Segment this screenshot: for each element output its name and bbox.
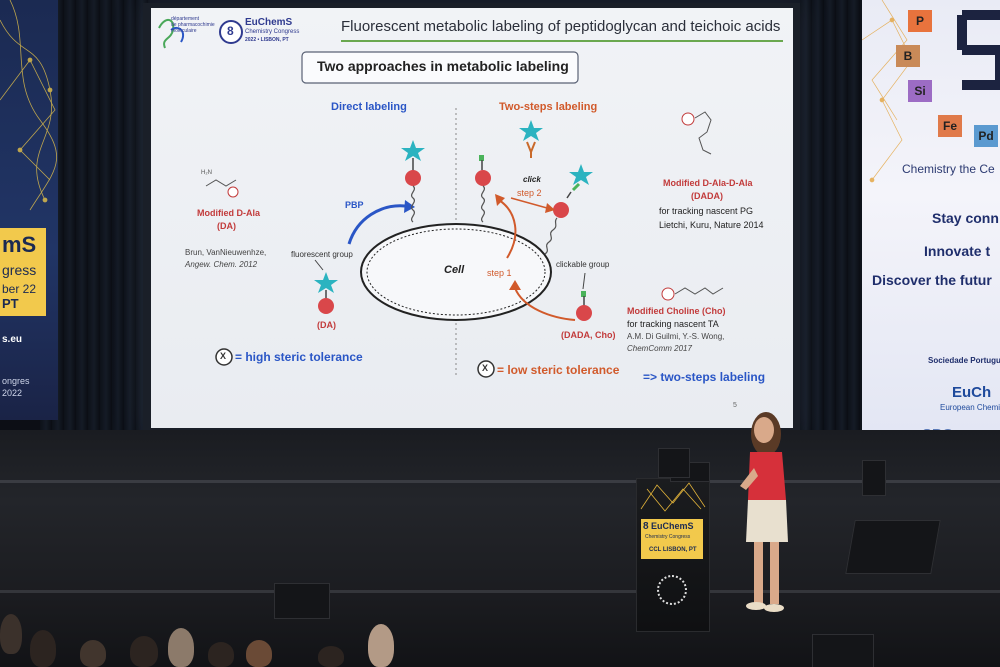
left-banner-eu-text: s.eu <box>2 334 23 345</box>
direct-labeling-label: Direct labeling <box>331 101 407 113</box>
stage-floor <box>0 430 1000 667</box>
right-banner-tagline: Chemistry the Ce <box>902 162 995 176</box>
audience-member <box>208 642 234 667</box>
dada-cho-label: (DADA, Cho) <box>561 330 616 340</box>
header-event-place: 2022 • LISBON, PT <box>245 37 289 43</box>
element-tile-fe: Fe <box>938 115 962 137</box>
dada-reference: Lietchi, Kuru, Nature 2014 <box>659 220 764 230</box>
podium-network-graphic <box>640 482 706 512</box>
step1-label: step 1 <box>487 268 512 278</box>
cell-label: Cell <box>444 264 465 276</box>
cho-track: for tracking nascent TA <box>627 319 719 329</box>
audience-member <box>0 614 22 654</box>
podium-screen <box>658 448 690 478</box>
audience-member <box>80 640 106 667</box>
slide-heading-box: Two approaches in metabolic labeling <box>317 58 569 74</box>
low-steric-tolerance: = low steric tolerance <box>497 363 620 377</box>
floor-monitor <box>812 634 874 667</box>
left-banner-pt-text: PT <box>2 296 19 311</box>
left-banner-main-text: mS <box>2 232 37 257</box>
two-step-probe-b <box>544 164 593 255</box>
stage-monitor-right <box>845 520 941 574</box>
podium: 8 EuChemS Chemistry Congress CCL LISBON,… <box>636 478 710 632</box>
podium-event-title: EuChemS <box>651 521 694 531</box>
audience-member <box>30 630 56 667</box>
left-top-probe <box>401 140 425 223</box>
left-event-banner: mS gress ber 22 PT s.eu ongres 2022 <box>0 0 58 420</box>
right-curtain <box>800 0 865 450</box>
podium-sign: 8 EuChemS Chemistry Congress CCL LISBON,… <box>641 519 703 559</box>
presenter-person <box>740 412 788 612</box>
audience-member <box>246 640 272 667</box>
lab-logo-line2: de pharmacochimie <box>171 22 215 28</box>
right-event-banner: P B Si Fe Pd Chemistry the Ce Stay conn … <box>862 0 1000 485</box>
da-bottom-label: (DA) <box>317 320 336 330</box>
header-event-sub: Chemistry Congress <box>245 29 300 35</box>
slide-page-number: 5 <box>733 402 737 409</box>
audience-member <box>318 646 344 667</box>
left-curtain <box>40 0 150 450</box>
header-event-number: 8 <box>227 24 234 38</box>
right-banner-line2: Innovate t <box>924 243 991 259</box>
stage-light <box>862 460 886 496</box>
left-reference-line1: Brun, VanNieuwenhze, <box>185 248 267 257</box>
lab-logo-line1: département <box>171 16 200 22</box>
podium-event-place: CCL LISBON, PT <box>649 547 697 553</box>
two-step-probe-a <box>475 155 491 223</box>
left-banner-sub-text: gress <box>2 262 37 278</box>
left-banner-network-graphic <box>0 0 57 316</box>
left-banner-congress-text: ongres <box>2 376 30 386</box>
pbp-label: PBP <box>345 200 364 210</box>
podium-event-number: 8 <box>643 521 649 532</box>
right-banner-sponsor1: Sociedade Portugues <box>928 356 1000 365</box>
audience-member <box>168 628 194 667</box>
cho-reference-line1: A.M. Di Guilmi, Y.-S. Wong, <box>627 332 725 341</box>
element-tile-b: B <box>896 45 920 67</box>
element-tile-p: P <box>908 10 932 32</box>
high-steric-tolerance: = high steric tolerance <box>235 350 363 364</box>
header-event-name: EuChemS <box>245 17 293 28</box>
audience-member <box>368 624 394 667</box>
element-tile-si: Si <box>908 80 932 102</box>
slide-diagram-graphics <box>158 19 783 378</box>
left-banner-date-text: ber 22 <box>2 282 37 296</box>
element-tile-pd: Pd <box>974 125 998 147</box>
left-molecule-label: H₂N <box>201 170 212 176</box>
right-banner-sponsor2-sub: European Chemic <box>940 403 1000 412</box>
clickable-group-label: clickable group <box>556 260 610 269</box>
left-banner-year-text: 2022 <box>2 388 23 398</box>
stage-monitor-speaker <box>274 583 330 619</box>
slide-title: Fluorescent metabolic labeling of peptid… <box>341 18 781 35</box>
conclusion-text: => two-steps labeling <box>643 370 766 384</box>
right-banner-sponsor2: EuCh <box>952 384 992 401</box>
lab-logo-line3: moléculaire <box>171 28 197 34</box>
step2-label: step 2 <box>517 188 542 198</box>
presentation-slide: département de pharmacochimie moléculair… <box>151 8 793 428</box>
x-symbol-left: X <box>220 351 227 361</box>
x-symbol-right: X <box>482 363 489 373</box>
left-reference-line2: Angew. Chem. 2012 <box>185 260 258 269</box>
dada-label: Modified D-Ala-D-Ala <box>663 178 753 188</box>
right-banner-line1: Stay conn <box>932 210 999 226</box>
dada-abbr: (DADA) <box>691 191 723 201</box>
left-bottom-probe <box>314 272 338 314</box>
audience-member <box>130 636 158 667</box>
right-banner-line3: Discover the futur <box>872 272 992 288</box>
clickable-probe <box>576 291 592 321</box>
stage-edge <box>0 480 1000 483</box>
dada-track: for tracking nascent PG <box>659 206 754 216</box>
cho-label: Modified Choline (Cho) <box>627 306 726 316</box>
fluorescent-group-label: fluorescent group <box>291 250 353 259</box>
click-label: click <box>523 175 541 184</box>
modified-d-ala-abbr: (DA) <box>217 221 236 231</box>
two-steps-labeling-label: Two-steps labeling <box>499 101 598 113</box>
stage-front-edge <box>0 590 1000 593</box>
cho-reference-line2: ChemComm 2017 <box>627 344 692 353</box>
podium-event-sub: Chemistry Congress <box>645 534 691 540</box>
modified-d-ala-label: Modified D-Ala <box>197 208 260 218</box>
podium-logo-icon <box>657 575 687 605</box>
